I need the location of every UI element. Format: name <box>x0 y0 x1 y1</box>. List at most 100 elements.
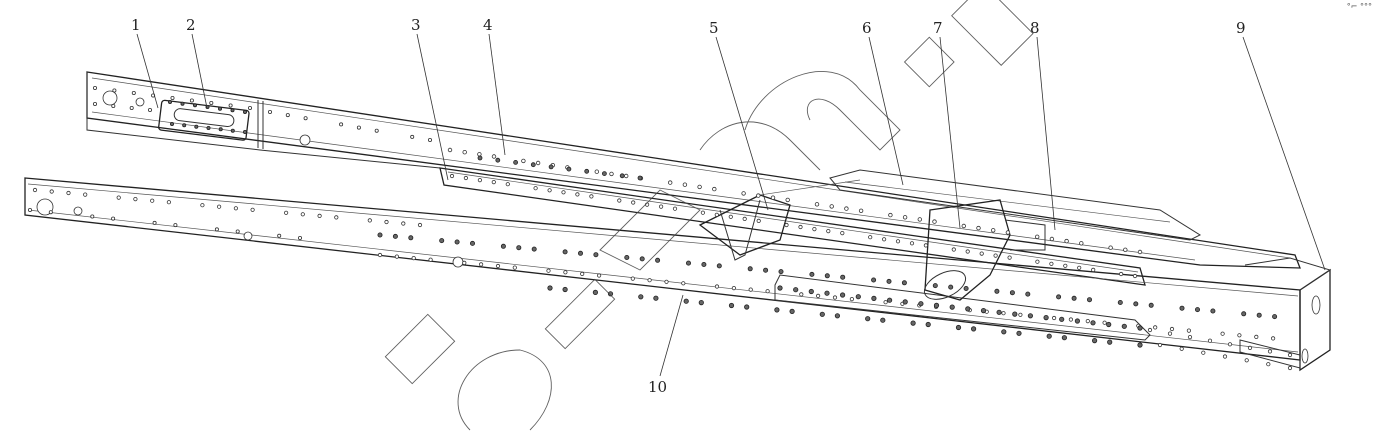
inner-reinforcement <box>439 167 1146 286</box>
cross-member-5 <box>698 179 861 261</box>
hole <box>858 208 864 213</box>
bolt <box>1087 297 1093 303</box>
hole <box>285 113 290 118</box>
bolt <box>965 306 971 312</box>
bolt <box>1256 312 1262 318</box>
hole <box>267 110 272 115</box>
hole <box>170 96 175 101</box>
bolt <box>167 100 172 105</box>
hole <box>1287 352 1293 358</box>
bolt <box>955 324 962 331</box>
svg-text:9: 9 <box>1236 19 1246 37</box>
bolt <box>242 129 247 134</box>
hole <box>647 278 652 283</box>
bolt <box>902 299 908 305</box>
bolt <box>495 157 501 163</box>
bolt <box>918 301 924 307</box>
bolt <box>454 239 460 245</box>
hole <box>1123 247 1128 252</box>
hole <box>917 217 922 222</box>
hole <box>133 197 138 202</box>
bolt <box>839 292 846 298</box>
bolt <box>1133 301 1139 307</box>
hole <box>681 281 686 286</box>
bolt <box>925 321 931 328</box>
hole <box>1007 255 1012 260</box>
bolt <box>834 313 841 319</box>
svg-text:5: 5 <box>709 19 719 37</box>
callout-7: 7 <box>933 19 961 229</box>
hole <box>756 193 761 198</box>
bolt <box>1137 325 1143 331</box>
hole <box>1079 241 1084 246</box>
hole <box>1049 261 1054 266</box>
hole <box>1186 328 1192 333</box>
hole <box>546 268 551 273</box>
hole <box>596 273 602 278</box>
hole <box>200 203 205 208</box>
bolt <box>910 320 916 326</box>
hole <box>93 102 98 107</box>
bolt <box>728 302 735 309</box>
bolt <box>824 273 830 279</box>
bolt <box>1059 316 1065 322</box>
hole <box>881 237 887 242</box>
bolt <box>653 295 659 301</box>
bolt <box>1107 339 1113 345</box>
hole <box>1237 333 1242 338</box>
bolt <box>624 254 630 260</box>
bolt <box>871 277 877 283</box>
bolt <box>1016 330 1022 336</box>
callout-6: 6 <box>862 19 904 186</box>
hole <box>1108 245 1113 250</box>
svg-text:4: 4 <box>483 16 493 34</box>
bolt <box>194 124 199 129</box>
near-side-member <box>24 177 1331 372</box>
hole <box>961 223 966 229</box>
hole <box>770 195 776 200</box>
hole <box>951 247 956 252</box>
bolt <box>169 122 174 127</box>
hole <box>233 206 238 211</box>
hole <box>66 190 71 196</box>
corner-mark: °⌐ °°° <box>1346 2 1372 11</box>
hole <box>1179 346 1184 351</box>
bolt <box>1210 308 1216 314</box>
bolt <box>593 252 599 258</box>
hole <box>334 215 339 220</box>
bolt <box>602 171 607 177</box>
svg-text:10: 10 <box>648 378 667 396</box>
hole <box>1244 358 1249 363</box>
hole <box>829 204 834 209</box>
svg-text:3: 3 <box>411 16 421 34</box>
hole <box>217 204 222 209</box>
hole <box>668 180 673 185</box>
hole <box>1254 334 1259 339</box>
hole <box>111 104 116 109</box>
hole <box>277 233 282 238</box>
hole <box>624 173 629 179</box>
bolt <box>1137 342 1143 348</box>
bolt <box>548 164 554 170</box>
bolt <box>592 289 599 295</box>
cross-member-7 <box>923 199 1046 301</box>
hole <box>93 86 98 91</box>
bolt <box>1012 311 1018 317</box>
hole <box>83 192 88 197</box>
top-plate <box>829 169 1202 241</box>
bolt <box>477 155 483 161</box>
hole <box>1187 334 1193 340</box>
hole <box>1035 259 1040 264</box>
hole <box>563 270 568 275</box>
hole <box>784 222 789 228</box>
hole <box>932 219 937 224</box>
bolt <box>819 311 825 317</box>
hole <box>283 210 289 215</box>
hole <box>561 190 566 195</box>
hole <box>1091 267 1096 272</box>
hole <box>462 260 467 265</box>
bolt <box>933 302 940 308</box>
hole <box>410 134 415 139</box>
hole <box>533 186 538 191</box>
